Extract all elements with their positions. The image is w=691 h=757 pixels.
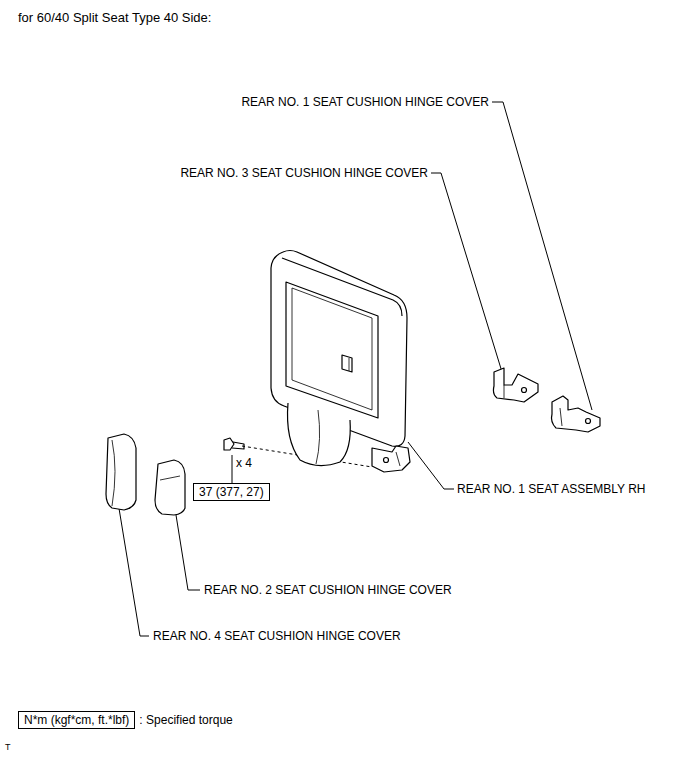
leader-lines bbox=[116, 102, 592, 636]
page-title: for 60/40 Split Seat Type 40 Side: bbox=[18, 11, 211, 25]
quantity-note: x 4 bbox=[236, 456, 252, 470]
seat-back bbox=[271, 251, 410, 473]
torque-value: 37 (377, 27) bbox=[193, 483, 270, 501]
hinge-cover bbox=[493, 368, 538, 402]
part-name: REAR NO. 2 SEAT CUSHION HINGE COVER bbox=[204, 583, 452, 597]
part-name: REAR NO. 1 SEAT CUSHION HINGE COVER bbox=[241, 95, 489, 109]
part-name: REAR NO. 1 SEAT ASSEMBLY RH bbox=[457, 482, 646, 496]
hinge-cover bbox=[106, 434, 136, 510]
legend-text: : Specified torque bbox=[135, 713, 232, 727]
torque-legend: N*m (kgf*cm, ft.*lbf): Specified torque bbox=[18, 711, 233, 729]
part-name: REAR NO. 4 SEAT CUSHION HINGE COVER bbox=[153, 629, 401, 643]
bolt-symbol bbox=[224, 438, 244, 450]
torque-value: N*m (kgf*cm, ft.*lbf) bbox=[18, 711, 135, 729]
hinge-cover bbox=[155, 460, 185, 515]
torque-box: 37 (377, 27) bbox=[193, 483, 270, 501]
part-name: REAR NO. 3 SEAT CUSHION HINGE COVER bbox=[180, 166, 428, 180]
hinge-cover bbox=[552, 396, 601, 432]
leader-line bbox=[228, 455, 232, 483]
figure-code: T bbox=[5, 740, 11, 754]
